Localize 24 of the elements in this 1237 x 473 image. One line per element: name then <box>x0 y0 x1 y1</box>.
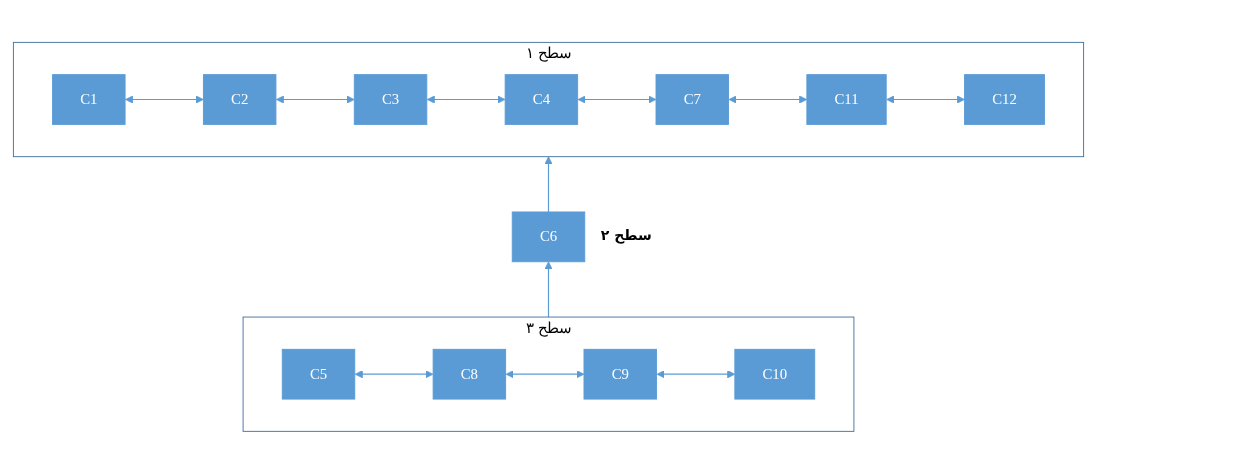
node-box: C5 <box>281 348 356 400</box>
node-box: C11 <box>806 73 887 125</box>
node-box: C6 <box>511 211 586 262</box>
arrow <box>728 95 808 104</box>
arrow <box>577 95 657 104</box>
arrow <box>354 369 434 378</box>
node-box: C9 <box>583 348 657 400</box>
arrow <box>125 95 204 104</box>
node-box: C3 <box>353 73 428 125</box>
node-box: C10 <box>734 348 816 400</box>
arrow <box>426 95 506 104</box>
node-box: C1 <box>52 73 126 125</box>
arrow <box>544 155 553 213</box>
arrow <box>275 95 355 104</box>
arrow <box>656 369 736 378</box>
arrow <box>505 369 585 378</box>
node-box: C7 <box>655 73 729 125</box>
node-box: C4 <box>504 73 579 125</box>
node-box: C8 <box>432 348 507 400</box>
node-box: C2 <box>202 73 277 125</box>
arrow <box>886 95 965 104</box>
level-label: سطح ۲ <box>600 226 652 243</box>
node-box: C12 <box>964 73 1045 125</box>
arrow <box>544 261 553 318</box>
